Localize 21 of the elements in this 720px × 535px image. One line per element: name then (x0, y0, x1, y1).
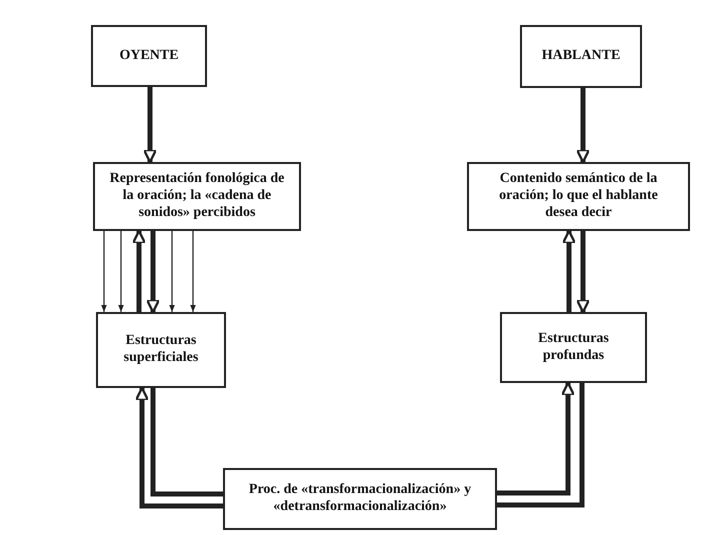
arrow (134, 386, 223, 508)
arrow (142, 87, 158, 164)
arrow (101, 231, 107, 312)
text-box: Representación fonológica de la oración; la «cadena de sonidos» percibidos (93, 162, 301, 231)
arrow (497, 382, 576, 496)
arrow (146, 231, 160, 314)
arrow (118, 231, 124, 312)
text-box: Estructuras superficiales (96, 312, 226, 388)
connector-line (497, 383, 584, 508)
text-box: Estructuras profundas (500, 312, 647, 383)
arrow (190, 231, 196, 312)
arrow (576, 231, 590, 314)
arrow (169, 231, 175, 312)
text-box: OYENTE (91, 25, 207, 87)
text-box: HABLANTE (520, 25, 642, 88)
arrow (132, 230, 146, 312)
arrow (562, 230, 576, 312)
arrow (576, 88, 590, 164)
text-box: Proc. de «transformacionalización» y «detransformacionalización» (223, 468, 497, 530)
text-box: Contenido semántico de la oración; lo que el hablante desea decir (467, 162, 690, 231)
connector-line (150, 388, 223, 496)
